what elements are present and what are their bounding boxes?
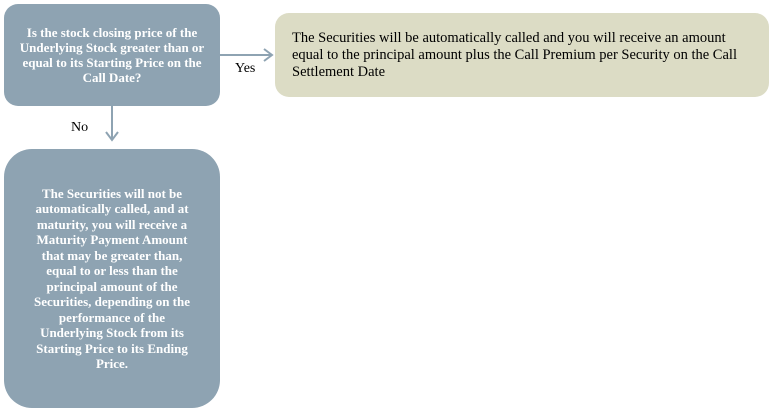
no-outcome-box: The Securities will not be automatically…	[4, 149, 220, 408]
decision-question-box: Is the stock closing price of the Underl…	[4, 4, 220, 106]
yes-outcome-box: The Securities will be automatically cal…	[275, 13, 769, 97]
yes-arrow	[220, 48, 274, 62]
no-label: No	[71, 120, 89, 135]
no-arrow	[105, 106, 119, 142]
yes-outcome-text: The Securities will be automatically cal…	[292, 29, 737, 80]
yes-label: Yes	[235, 61, 256, 76]
no-outcome-text: The Securities will not be automatically…	[33, 185, 190, 372]
decision-question-text: Is the stock closing price of the Underl…	[19, 25, 205, 85]
